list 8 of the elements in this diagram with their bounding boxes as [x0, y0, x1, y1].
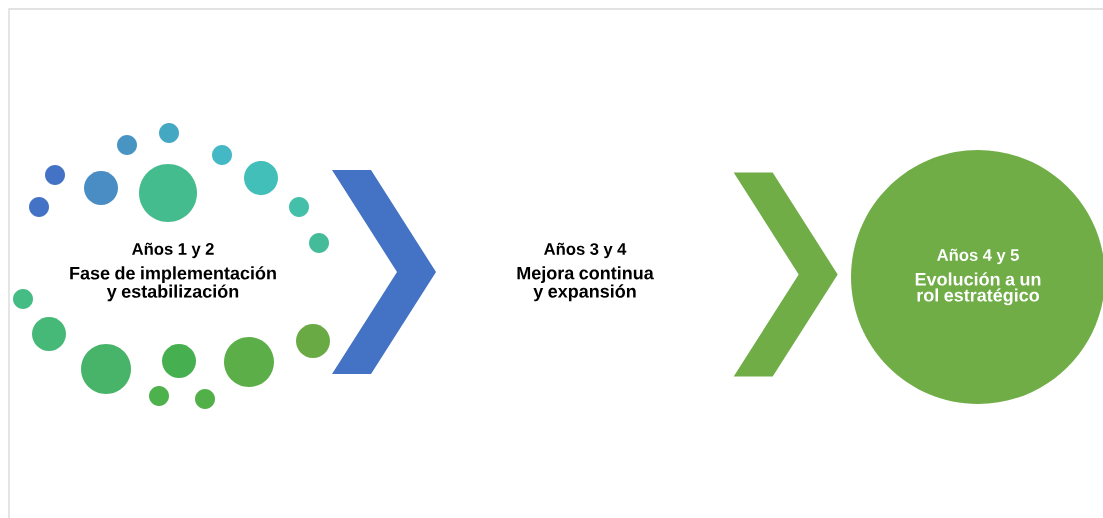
phase-description: Mejora continua y expansión — [517, 266, 654, 302]
phase-heading: Años 3 y 4 — [544, 242, 627, 259]
phase-description: Evolución a un rol estratégico — [915, 272, 1041, 306]
phase-description: Fase de implementación y estabilización — [70, 266, 276, 302]
phase-heading: Años 4 y 5 — [937, 248, 1019, 265]
phase-heading: Años 1 y 2 — [132, 242, 214, 259]
chevron-arrow — [332, 170, 436, 374]
chevron-arrow — [733, 172, 838, 377]
